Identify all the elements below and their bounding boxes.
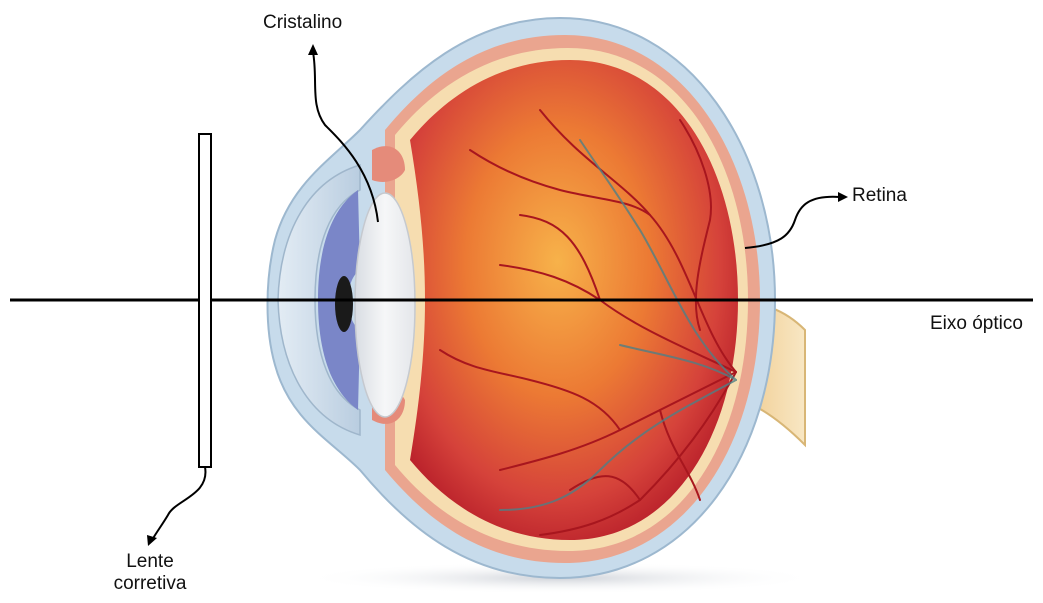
label-corrective-lens: Lente corretiva (108, 551, 192, 595)
label-corrective-lens-line2: corretiva (108, 573, 192, 595)
cristalino-arrowhead (308, 44, 318, 55)
lente-leader (152, 467, 205, 540)
pupil (335, 276, 353, 332)
label-optical-axis: Eixo óptico (930, 313, 1023, 335)
crystalline-lens (355, 193, 415, 417)
label-corrective-lens-line1: Lente (108, 551, 192, 573)
label-retina: Retina (852, 185, 907, 207)
corrective-lens (199, 134, 211, 467)
lente-arrowhead (147, 535, 157, 546)
retina-arrowhead (838, 192, 848, 202)
label-cristalino: Cristalino (263, 12, 342, 34)
